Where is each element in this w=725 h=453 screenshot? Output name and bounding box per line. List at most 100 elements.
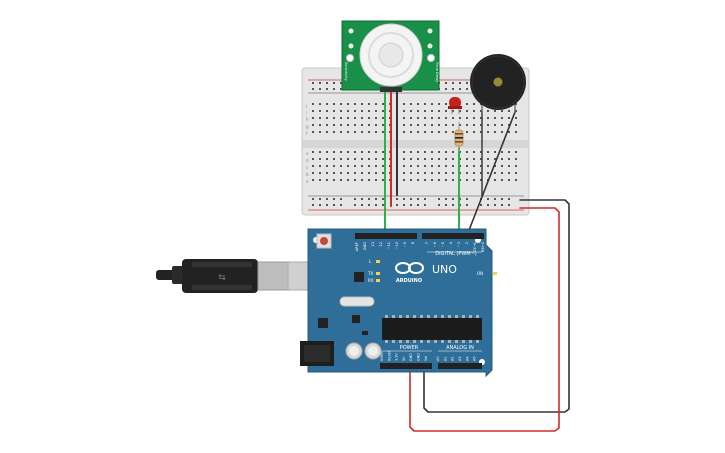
breadboard-hole	[312, 110, 314, 112]
wires	[384, 87, 570, 432]
breadboard-hole	[480, 172, 482, 174]
breadboard-hole	[508, 131, 510, 133]
header-pin-label: 5V	[402, 356, 406, 361]
pir-sensor[interactable]: Sensitivity Time Delay	[341, 20, 440, 92]
breadboard-hole	[508, 124, 510, 126]
usb-cable[interactable]: ⇆	[156, 259, 311, 293]
led[interactable]	[448, 97, 462, 114]
resistor[interactable]	[454, 122, 464, 152]
rail-hole	[340, 198, 342, 200]
chip-pin	[399, 315, 402, 318]
chip-pin	[399, 340, 402, 343]
indicator-led	[376, 272, 380, 275]
breadboard-hole	[466, 151, 468, 153]
usb-plug-grip	[192, 285, 252, 290]
breadboard-hole	[361, 158, 363, 160]
breadboard-hole	[424, 172, 426, 174]
breadboard-hole	[361, 165, 363, 167]
breadboard-hole	[326, 172, 328, 174]
breadboard-hole	[501, 158, 503, 160]
breadboard-hole	[508, 172, 510, 174]
chip-pin	[448, 315, 451, 318]
indicator-label: TX	[367, 271, 373, 276]
rail-hole	[396, 204, 398, 206]
breadboard-hole	[347, 103, 349, 105]
rail-hole	[368, 198, 370, 200]
resistor-band	[455, 133, 463, 135]
breadboard-row-letters-bottom: e d c b a	[306, 151, 309, 184]
breadboard-hole	[466, 103, 468, 105]
breadboard-hole	[494, 172, 496, 174]
breadboard-hole	[326, 151, 328, 153]
breadboard-hole	[473, 124, 475, 126]
breadboard-hole	[445, 165, 447, 167]
breadboard-hole	[438, 151, 440, 153]
breadboard-hole	[438, 124, 440, 126]
breadboard-hole	[473, 103, 475, 105]
breadboard-hole	[466, 165, 468, 167]
led-rim	[448, 106, 462, 109]
breadboard-hole	[424, 151, 426, 153]
reset-button-cap[interactable]	[320, 237, 328, 245]
rail-hole	[487, 204, 489, 206]
breadboard-hole	[368, 131, 370, 133]
breadboard-hole	[354, 124, 356, 126]
pir-sensitivity-pot[interactable]	[346, 54, 354, 62]
crystal-oscillator	[339, 296, 375, 307]
breadboard-hole	[410, 110, 412, 112]
breadboard-hole	[368, 103, 370, 105]
breadboard-hole	[487, 158, 489, 160]
chip-pin	[420, 340, 423, 343]
wire-ground-to-board[interactable]	[423, 199, 570, 413]
rail-hole	[368, 204, 370, 206]
piezo-buzzer[interactable]	[470, 54, 526, 114]
rail-hole	[424, 198, 426, 200]
wire-power-to-board[interactable]	[409, 207, 560, 432]
header-pin-label: 12	[379, 242, 383, 247]
breadboard-hole	[375, 103, 377, 105]
header-pin-label: ~3	[457, 242, 461, 247]
rail-hole	[319, 204, 321, 206]
breadboard-hole	[480, 110, 482, 112]
breadboard-hole	[347, 124, 349, 126]
resistor-band	[455, 137, 463, 139]
chip-pin	[392, 315, 395, 318]
header-pin-label: 8	[411, 241, 415, 244]
breadboard-hole	[480, 151, 482, 153]
rail-hole	[452, 82, 454, 84]
breadboard-hole	[354, 172, 356, 174]
breadboard-hole	[382, 151, 384, 153]
breadboard-hole	[431, 117, 433, 119]
breadboard-hole	[445, 110, 447, 112]
rail-hole	[459, 88, 461, 90]
breadboard-hole	[466, 110, 468, 112]
breadboard-hole	[452, 165, 454, 167]
breadboard-hole	[438, 110, 440, 112]
header-pin-label: RX←0	[481, 241, 485, 252]
logo-text: ARDUINO	[396, 278, 422, 284]
rail-hole	[340, 204, 342, 206]
breadboard-hole	[487, 110, 489, 112]
breadboard: j i h g f e d c b a	[301, 67, 530, 216]
breadboard-hole	[382, 165, 384, 167]
chip-pin	[462, 315, 465, 318]
pir-delay-pot[interactable]	[427, 54, 435, 62]
breadboard-hole	[480, 124, 482, 126]
rail-hole	[459, 82, 461, 84]
breadboard-hole	[466, 179, 468, 181]
breadboard-hole	[368, 151, 370, 153]
breadboard-hole	[438, 131, 440, 133]
breadboard-hole	[494, 165, 496, 167]
usb-chip	[354, 272, 364, 282]
wire-buzzer-signal[interactable]	[465, 111, 516, 239]
breadboard-hole	[459, 124, 461, 126]
breadboard-hole	[403, 103, 405, 105]
breadboard-hole	[438, 179, 440, 181]
breadboard-hole	[340, 117, 342, 119]
breadboard-hole	[417, 103, 419, 105]
row-letter: e	[306, 151, 309, 156]
rail-hole	[326, 88, 328, 90]
